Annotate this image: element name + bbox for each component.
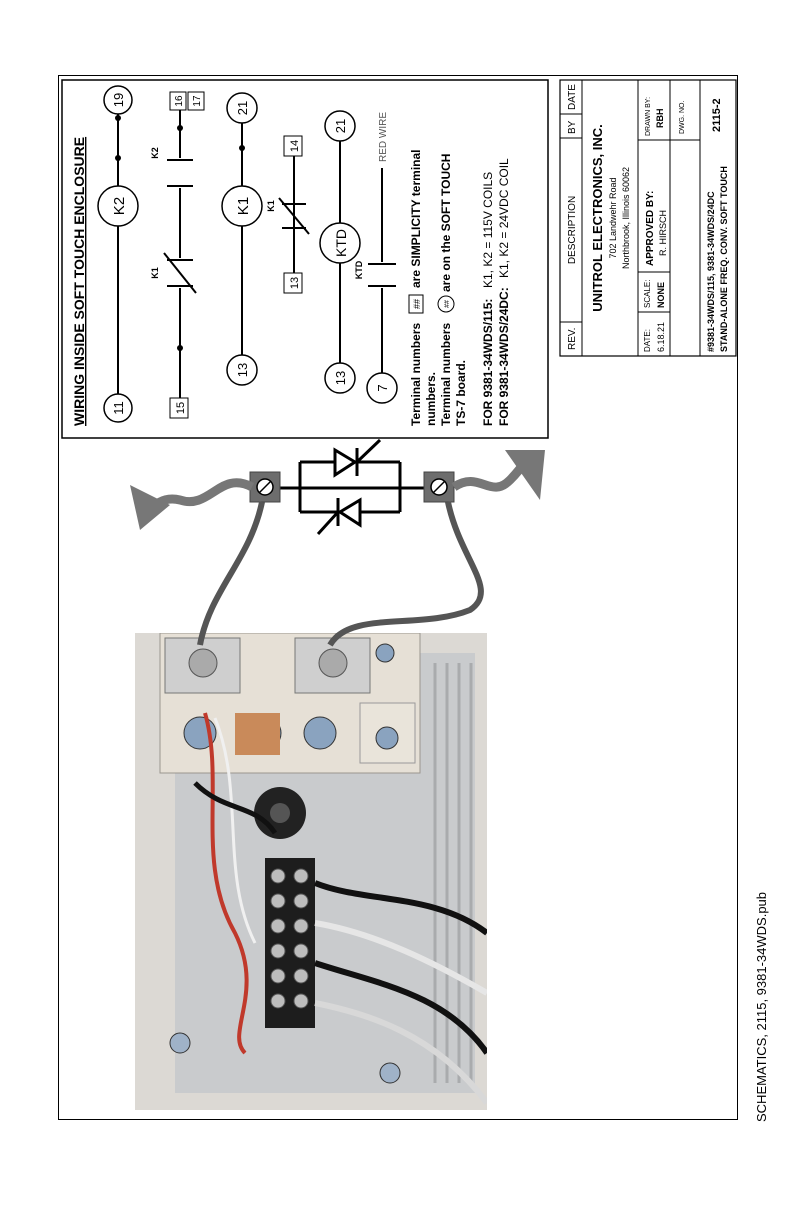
- terminal-13b: [324, 362, 356, 394]
- coil-k1: [221, 185, 263, 227]
- svg-text:TS-7 board.: TS-7 board.: [454, 360, 468, 426]
- svg-text:R. HIRSCH: R. HIRSCH: [658, 210, 668, 256]
- svg-text:KTD: KTD: [354, 260, 364, 279]
- svg-text:Terminal numbers: Terminal numbers: [439, 323, 453, 426]
- svg-text:##: ##: [412, 299, 422, 309]
- svg-text:14: 14: [289, 140, 301, 152]
- svg-text:FOR 9381-34WDS/24DC:: FOR 9381-34WDS/24DC:: [497, 287, 511, 426]
- svg-text:K1, K2 = 115V COILS: K1, K2 = 115V COILS: [481, 172, 495, 288]
- svg-text:19: 19: [111, 93, 126, 107]
- coil-ktd: [319, 222, 361, 264]
- svg-text:DATE:: DATE:: [643, 329, 652, 352]
- terminal-11: [103, 393, 133, 423]
- svg-text:BY: BY: [567, 120, 578, 134]
- svg-text:15: 15: [175, 402, 187, 414]
- company-name: UNITROL ELECTRONICS, INC.: [590, 124, 605, 312]
- svg-text:21: 21: [235, 101, 250, 115]
- k2-contact-label: K2: [150, 147, 160, 159]
- terminal-13a: [226, 354, 258, 386]
- coil-k2: [97, 185, 139, 227]
- red-wire-label: RED WIRE: [378, 112, 389, 162]
- box-terminal-16: [169, 91, 187, 111]
- svg-text:KTD: KTD: [333, 229, 349, 257]
- title-block: [559, 79, 737, 357]
- svg-text:K1, K2 = 24VDC COIL: K1, K2 = 24VDC COIL: [497, 158, 511, 278]
- wiring-panel: [61, 79, 549, 439]
- svg-text:6.18.21: 6.18.21: [656, 322, 666, 352]
- terminal-21b: [324, 110, 356, 142]
- svg-text:DATE: DATE: [567, 84, 578, 110]
- svg-text:17: 17: [192, 95, 203, 107]
- svg-text:11: 11: [111, 401, 126, 415]
- box-terminal-13: [283, 272, 303, 294]
- svg-text:#9381-34WDS/115, 9381-34WDS/24: #9381-34WDS/115, 9381-34WDS/24DC: [706, 191, 716, 352]
- svg-text:702 Landwehr Road: 702 Landwehr Road: [608, 177, 618, 258]
- svg-text:16: 16: [174, 95, 185, 107]
- svg-text:RBH: RBH: [655, 109, 665, 129]
- svg-text:Terminal numbers: Terminal numbers: [409, 323, 423, 426]
- svg-text:K1: K1: [235, 197, 252, 215]
- terminal-19: [103, 85, 133, 115]
- svg-text:numbers.: numbers.: [424, 372, 438, 426]
- svg-text:7: 7: [375, 384, 390, 391]
- svg-text:DESCRIPTION: DESCRIPTION: [567, 196, 578, 264]
- svg-text:13: 13: [333, 371, 348, 385]
- svg-text:NONE: NONE: [656, 282, 666, 308]
- wiring-title: WIRING INSIDE SOFT TOUCH ENCLOSURE: [71, 137, 87, 426]
- svg-text:REV.: REV.: [567, 328, 578, 350]
- svg-text:21: 21: [333, 119, 348, 133]
- svg-text:are SIMPLICITY terminal: are SIMPLICITY terminal: [409, 150, 423, 289]
- box-terminal-17: [187, 91, 205, 111]
- svg-text:STAND-ALONE FREQ. CONV. SOFT T: STAND-ALONE FREQ. CONV. SOFT TOUCH: [719, 166, 729, 352]
- svg-text:DWG. NO.: DWG. NO.: [679, 101, 686, 134]
- svg-text:SCALE:: SCALE:: [643, 280, 652, 308]
- svg-text:APPROVED BY:: APPROVED BY:: [645, 191, 656, 266]
- svg-text:DRAWN BY:: DRAWN BY:: [645, 97, 652, 136]
- svg-text:2115-2: 2115-2: [711, 98, 723, 132]
- box-terminal-14: [283, 135, 303, 157]
- svg-text:13: 13: [289, 277, 301, 289]
- box-terminal-15: [169, 397, 189, 419]
- svg-text:FOR 9381-34WDS/115:: FOR 9381-34WDS/115:: [481, 299, 495, 426]
- svg-text:Northbrook, Illinois 60062: Northbrook, Illinois 60062: [621, 167, 631, 269]
- svg-text:are on the SOFT TOUCH: are on the SOFT TOUCH: [439, 154, 453, 292]
- k1-contact-label: K1: [150, 267, 160, 279]
- svg-text:K2: K2: [111, 197, 128, 215]
- terminal-7: [366, 372, 398, 404]
- svg-text:##: ##: [444, 300, 451, 308]
- terminal-21a: [226, 92, 258, 124]
- svg-text:13: 13: [235, 363, 250, 377]
- svg-text:K1: K1: [266, 200, 276, 212]
- device-photo: [135, 633, 487, 1110]
